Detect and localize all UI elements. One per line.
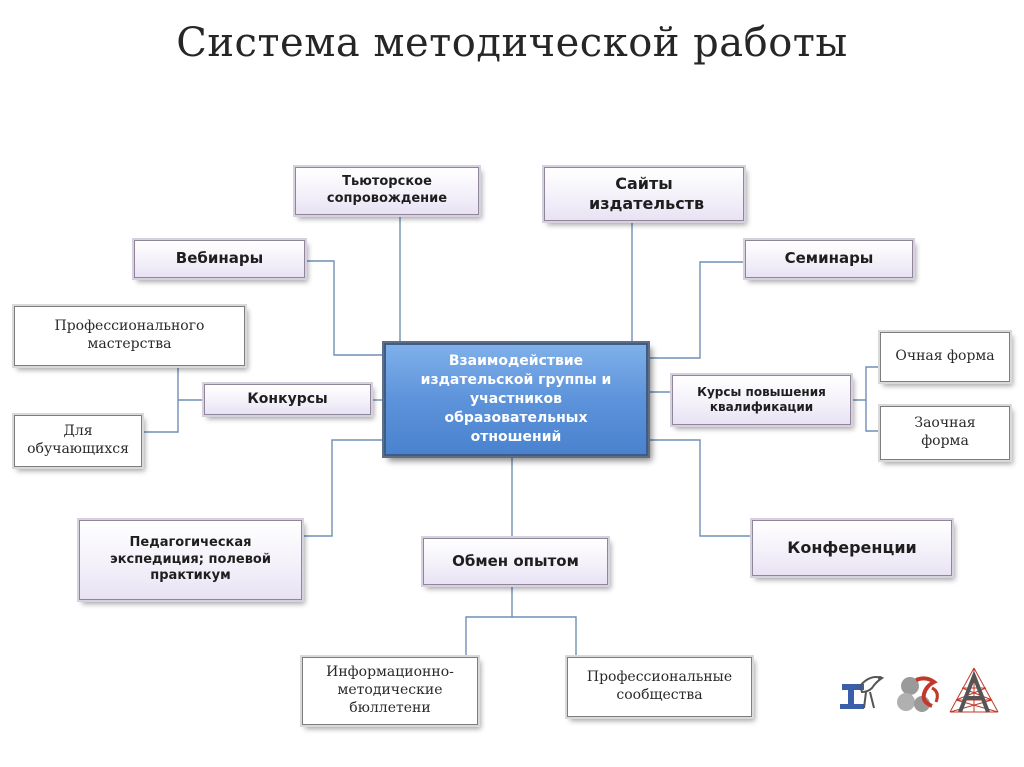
node-experience-exchange-label: Обмен опытом xyxy=(452,551,579,570)
node-bulletins-label: Информационно-методические бюллетени xyxy=(326,664,454,716)
connector-webinars xyxy=(305,260,384,356)
node-for-students: Для обучающихся xyxy=(14,415,142,467)
node-seminars: Семинары xyxy=(745,240,913,278)
node-part-time-label: Заочная форма xyxy=(914,415,976,449)
connector-conferences xyxy=(648,439,752,537)
node-communities-label: Профессиональные сообщества xyxy=(586,669,733,703)
node-contests-label: Конкурсы xyxy=(247,390,328,407)
connector-contests-branch xyxy=(142,367,179,433)
connector-exchange-split xyxy=(465,585,513,657)
node-bulletins: Информационно-методические бюллетени xyxy=(302,657,478,725)
flower-logo xyxy=(897,676,939,712)
node-tutoring: Тьюторское сопровождение xyxy=(295,167,479,215)
slide-title: Система методической работы xyxy=(176,20,848,66)
node-full-time-label: Очная форма xyxy=(895,348,995,365)
node-experience-exchange: Обмен опытом xyxy=(423,538,608,585)
letter-a-logo xyxy=(949,667,999,713)
node-webinars-label: Вебинары xyxy=(175,249,264,268)
node-expedition: Педагогическая экспедиция; полевой практ… xyxy=(79,520,302,600)
node-publisher-sites: Сайты издательств xyxy=(544,167,744,221)
node-webinars: Вебинары xyxy=(134,240,305,278)
node-courses: Курсы повышения квалификации xyxy=(672,375,851,425)
node-communities: Профессиональные сообщества xyxy=(567,657,752,717)
center-node: Взаимодействие издательской группы и уча… xyxy=(384,343,648,456)
node-seminars-label: Семинары xyxy=(784,249,874,268)
connector-expedition xyxy=(302,439,384,537)
connector-courses-branch2 xyxy=(865,400,880,432)
bird-logo xyxy=(840,676,885,709)
center-node-label: Взаимодействие издательской группы и уча… xyxy=(420,353,612,445)
node-part-time: Заочная форма xyxy=(880,406,1010,460)
node-expedition-label: Педагогическая экспедиция; полевой практ… xyxy=(110,535,271,584)
node-contests: Конкурсы xyxy=(204,384,371,415)
node-conferences-label: Конференции xyxy=(787,537,917,557)
node-tutoring-label: Тьюторское сопровождение xyxy=(326,174,448,206)
node-courses-label: Курсы повышения квалификации xyxy=(697,384,826,414)
connector-seminars xyxy=(648,261,745,359)
node-for-students-label: Для обучающихся xyxy=(27,423,129,457)
node-professional-skill: Профессионального мастерства xyxy=(14,306,245,366)
node-conferences: Конференции xyxy=(752,520,952,576)
node-publisher-sites-label: Сайты издательств xyxy=(589,173,705,213)
node-full-time: Очная форма xyxy=(880,332,1010,382)
connector-courses-branch xyxy=(851,366,880,401)
node-professional-skill-label: Профессионального мастерства xyxy=(54,318,205,352)
connector-exchange-split2 xyxy=(512,616,577,657)
